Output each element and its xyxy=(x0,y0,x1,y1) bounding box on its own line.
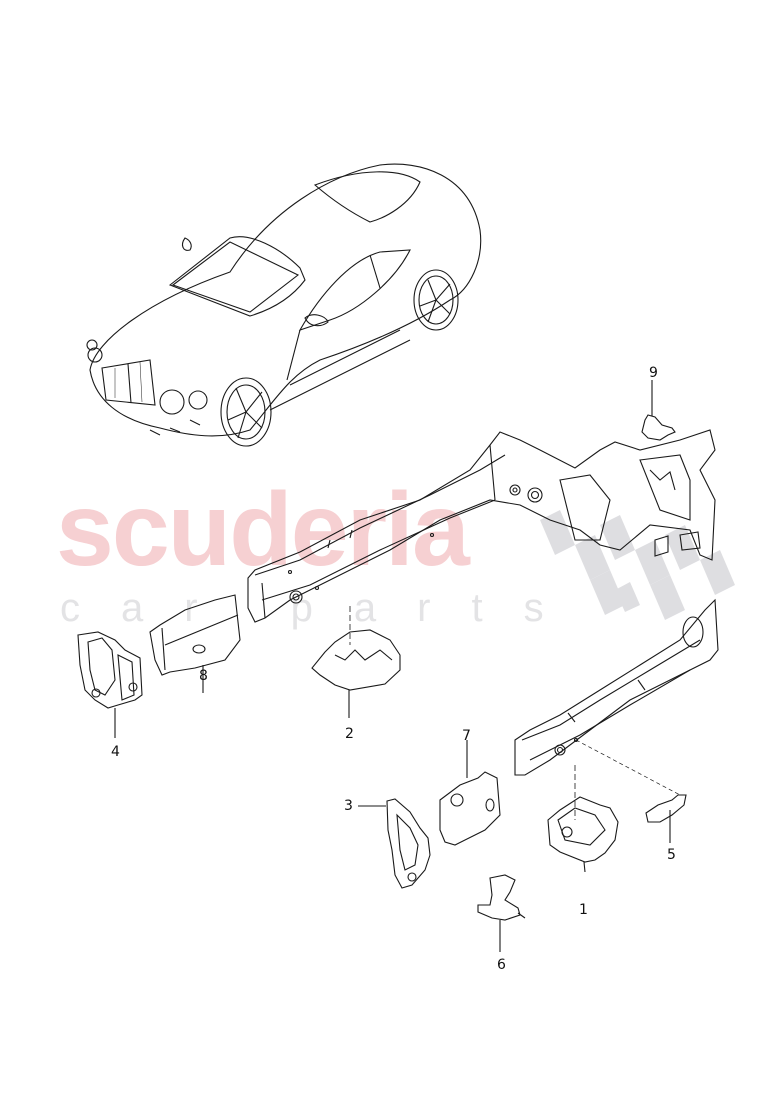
vehicle-overview-drawing xyxy=(86,163,482,447)
callout-1[interactable]: 1 xyxy=(579,902,588,918)
checkered-flag-watermark xyxy=(540,510,735,620)
part-9-shape xyxy=(641,380,676,441)
part-8-shape xyxy=(149,594,241,693)
callout-9[interactable]: 9 xyxy=(649,365,658,381)
part-7-shape xyxy=(439,740,501,846)
callout-4[interactable]: 4 xyxy=(111,744,120,760)
callout-7[interactable]: 7 xyxy=(462,728,471,744)
callout-2[interactable]: 2 xyxy=(345,726,354,742)
callout-3[interactable]: 3 xyxy=(344,798,353,814)
rear-longitudinal-member-lower xyxy=(514,598,719,820)
part-5-shape xyxy=(645,794,687,843)
part-2-shape xyxy=(311,606,401,718)
part-1-shape xyxy=(547,796,619,873)
part-6-shape xyxy=(477,874,526,952)
part-4-shape xyxy=(77,631,143,738)
watermark-brand: scuderia xyxy=(56,472,470,588)
rear-longitudinal-member-upper xyxy=(247,429,716,623)
callout-8[interactable]: 8 xyxy=(199,668,208,684)
callout-5[interactable]: 5 xyxy=(667,847,676,863)
callout-6[interactable]: 6 xyxy=(497,957,506,973)
part-3-shape xyxy=(358,798,431,889)
